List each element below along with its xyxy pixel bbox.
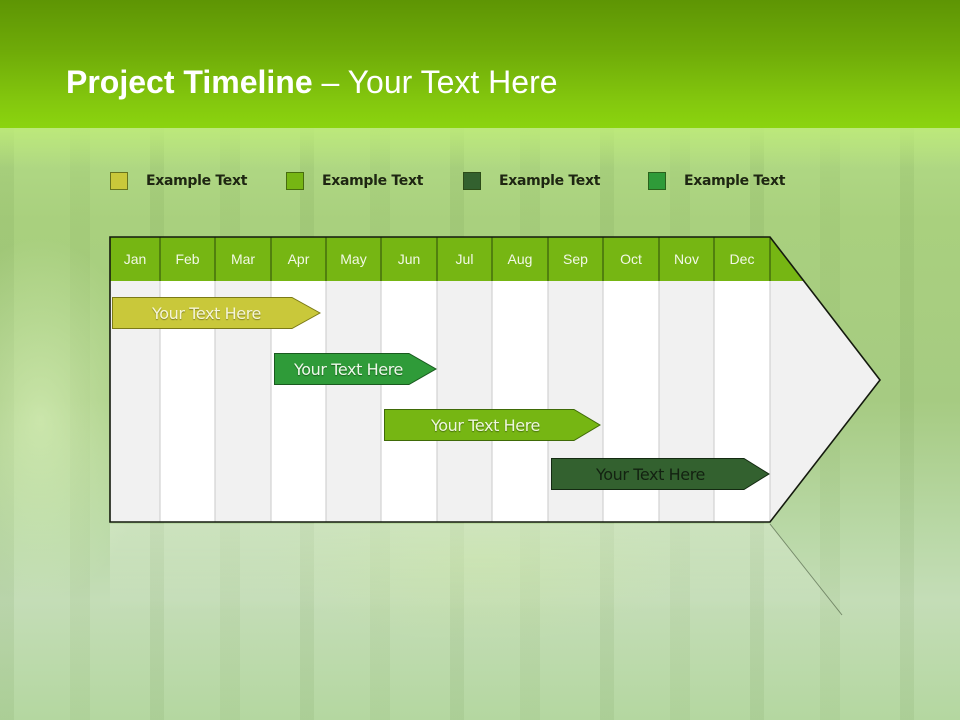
arrow-shape-icon <box>551 458 770 490</box>
task-bar-2[interactable]: Your Text Here <box>274 353 437 385</box>
header-banner <box>0 0 960 128</box>
month-feb: Feb <box>175 251 200 267</box>
task-bar-1[interactable]: Your Text Here <box>112 297 321 329</box>
legend-label: Example Text <box>146 173 248 189</box>
arrow-shape-icon <box>274 353 437 385</box>
month-jan: Jan <box>123 251 147 267</box>
title-rest: Your Text Here <box>347 64 558 100</box>
arrow-shape-icon <box>384 409 601 441</box>
task-bar-label: Your Text Here <box>293 359 404 379</box>
header-fade <box>0 128 960 168</box>
month-dec: Dec <box>729 251 755 267</box>
title-bold: Project Timeline <box>66 64 313 100</box>
legend-item-4: Example Text <box>648 170 785 192</box>
month-columns <box>110 281 770 522</box>
arrow-shape-icon <box>112 297 321 329</box>
month-nov: Nov <box>674 251 699 267</box>
legend-swatch-icon <box>110 172 128 190</box>
legend-swatch-icon <box>286 172 304 190</box>
task-bar-4[interactable]: Your Text Here <box>551 458 770 490</box>
legend-swatch-icon <box>648 172 666 190</box>
month-mar: Mar <box>230 251 256 267</box>
legend-item-3: Example Text <box>463 170 600 192</box>
task-bar-label: Your Text Here <box>151 303 262 323</box>
legend-item-2: Example Text <box>286 170 423 192</box>
month-oct: Oct <box>620 251 642 267</box>
month-apr: Apr <box>287 251 310 267</box>
title-separator: – <box>312 64 348 100</box>
month-may: May <box>340 251 367 267</box>
task-bar-label: Your Text Here <box>430 415 541 435</box>
month-jul: Jul <box>455 251 474 267</box>
month-sep: Sep <box>563 251 588 267</box>
legend-item-1: Example Text <box>110 170 247 192</box>
month-jun: Jun <box>397 251 421 267</box>
month-aug: Aug <box>507 251 533 267</box>
page-title: Project Timeline – Your Text Here <box>66 60 558 104</box>
legend-swatch-icon <box>463 172 481 190</box>
task-bar-label: Your Text Here <box>595 464 706 484</box>
legend-label: Example Text <box>499 173 601 189</box>
legend-label: Example Text <box>684 173 786 189</box>
legend-label: Example Text <box>322 173 424 189</box>
task-bar-3[interactable]: Your Text Here <box>384 409 601 441</box>
